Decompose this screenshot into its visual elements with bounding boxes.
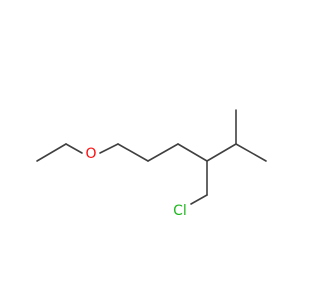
- structure-canvas: O Cl: [36, 109, 267, 219]
- bond-lines: [36, 109, 267, 205]
- bond-c2-c3: [147, 143, 179, 162]
- bond-c1-c2: [117, 143, 149, 162]
- oxygen-atom-label: O: [85, 146, 96, 162]
- bond-ch-methyl-right: [235, 143, 267, 162]
- bond-ch2-cl: [190, 194, 208, 205]
- bond-c3-c4: [177, 143, 208, 162]
- bond-o-c1: [99, 143, 119, 154]
- chlorine-atom-label: Cl: [173, 203, 187, 219]
- bond-c4-ch-isopropyl: [206, 143, 237, 162]
- bond-ch2-o-ethyl: [65, 143, 83, 154]
- bond-ch3-ch2-ethyl: [36, 143, 67, 162]
- skeletal-formula: O Cl: [36, 109, 267, 219]
